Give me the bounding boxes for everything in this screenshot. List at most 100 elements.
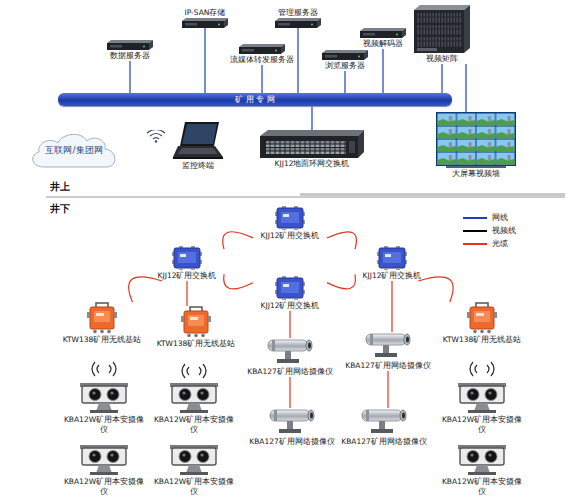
mine-switch: KJJ12矿用交换机 — [150, 246, 224, 281]
ground-separator-bar — [300, 193, 565, 196]
section-label: 井上 — [50, 181, 70, 193]
device-label: KBA12W矿用本安摄像仪 — [150, 477, 238, 497]
legend-text: 视频线 — [492, 226, 516, 236]
mine-switch-icon — [172, 246, 202, 270]
fiber-link — [289, 311, 290, 338]
device-label: KJJ12矿用交换机 — [261, 231, 320, 241]
device-label: IP-SAN存储 — [185, 8, 226, 18]
base-station-icon — [467, 303, 497, 333]
server-icon — [239, 44, 285, 54]
wireless-symbol — [92, 362, 116, 376]
ia-camera-icon — [458, 445, 506, 475]
device-label: KTW138矿用无线基站 — [157, 339, 236, 349]
video-wall: 大屏幕视频墙 — [433, 112, 519, 179]
network-camera-icon — [268, 340, 312, 363]
base-station: KTW138矿用无线基站 — [154, 306, 238, 349]
server-icon — [107, 40, 153, 50]
ia-camera-icon — [170, 383, 218, 413]
device-label: KBA12W矿用本安摄像仪 — [150, 415, 238, 435]
network-camera-icon — [362, 410, 406, 433]
ia-camera-icon — [80, 383, 128, 413]
ia-camera-icon — [458, 383, 506, 413]
network-cable — [344, 71, 345, 93]
device-label: KBA12W矿用本安摄像仪 — [438, 415, 526, 435]
ia-camera-icon — [80, 445, 128, 475]
network-camera-icon — [270, 410, 314, 433]
legend-swatch — [463, 243, 487, 245]
device-label: KBA12W矿用本安摄像仪 — [60, 477, 148, 497]
server-device: 流媒体转发服务器 — [222, 44, 302, 65]
device-label: KBA12W矿用本安摄像仪 — [438, 477, 526, 497]
mine-switch: KJJ12矿用交换机 — [253, 276, 327, 311]
fiber-link — [223, 232, 253, 249]
ground-separator — [46, 197, 565, 198]
network-camera-icon — [366, 334, 410, 357]
legend-swatch — [463, 230, 487, 232]
base-station-icon — [181, 307, 211, 337]
mine-switch: KJJ12矿用交换机 — [253, 206, 327, 241]
network-camera: KBA127矿用网络摄像仪 — [343, 332, 433, 371]
device-label: 流媒体转发服务器 — [230, 55, 294, 65]
mine-switch-icon — [275, 276, 305, 300]
ia-camera: KBA12W矿用本安摄像仪 — [60, 382, 148, 435]
network-bus: 矿 用 专 网 — [58, 93, 452, 106]
fiber-link — [387, 371, 388, 408]
network-cable — [441, 64, 442, 93]
base-station-icon — [87, 303, 117, 333]
server-icon — [275, 18, 321, 28]
matrix-device: 视频矩阵 — [412, 5, 472, 64]
fiber-link — [327, 232, 356, 249]
cloud-shape — [33, 134, 115, 167]
legend-text: 网线 — [492, 213, 508, 223]
ia-camera: KBA12W矿用本安摄像仪 — [150, 382, 238, 435]
internet-cloud: 互联网/集团网 — [26, 130, 122, 170]
wireless-symbol — [182, 364, 206, 378]
ia-camera: KBA12W矿用本安摄像仪 — [438, 382, 526, 435]
device-label: KBA127矿用网络摄像仪 — [249, 437, 335, 447]
server-icon — [322, 50, 368, 60]
device-label: 视频解码器 — [363, 39, 403, 49]
device-label: 大屏幕视频墙 — [452, 169, 500, 179]
base-station: KTW138矿用无线基站 — [440, 302, 524, 345]
fiber-link — [224, 274, 253, 289]
network-cable — [382, 49, 383, 93]
network-camera: KBA127矿用网络摄像仪 — [245, 338, 335, 377]
mine-switch-icon — [377, 246, 407, 270]
device-label: 管理服务器 — [278, 8, 318, 18]
device-label: KTW138矿用无线基站 — [443, 335, 522, 345]
device-label: 视频矩阵 — [426, 54, 458, 64]
device-label: KBA127矿用网络摄像仪 — [341, 437, 427, 447]
network-cable — [311, 106, 312, 130]
decoder-icon — [360, 28, 406, 38]
fiber-link — [289, 377, 290, 408]
network-cable — [465, 64, 466, 112]
device-label: KTW138矿用无线基站 — [63, 335, 142, 345]
server-device: 数据服务器 — [100, 40, 160, 61]
monitor-terminal: 监控终端 — [168, 122, 228, 171]
section-label: 井下 — [50, 203, 70, 215]
device-label: 浏览服务器 — [325, 61, 365, 71]
fiber-link — [129, 277, 163, 302]
legend-swatch — [463, 217, 487, 219]
ia-camera: KBA12W矿用本安摄像仪 — [438, 444, 526, 497]
ia-camera-icon — [170, 445, 218, 475]
fiber-link — [186, 281, 187, 306]
network-camera: KBA127矿用网络摄像仪 — [339, 408, 429, 447]
base-station: KTW138矿用无线基站 — [60, 302, 144, 345]
device-label: 数据服务器 — [110, 51, 150, 61]
device-label: KBA12W矿用本安摄像仪 — [60, 415, 148, 435]
network-cable — [204, 28, 205, 93]
ia-camera: KBA12W矿用本安摄像仪 — [150, 444, 238, 497]
server-device: 管理服务器 — [268, 8, 328, 28]
legend-text: 光缆 — [492, 239, 508, 249]
fiber-link — [327, 274, 355, 289]
switch-icon — [260, 130, 364, 158]
device-label: KJJ12矿用交换机 — [363, 271, 422, 281]
matrix-icon — [414, 5, 470, 53]
server-device: 浏览服务器 — [315, 50, 375, 71]
ground-switch: KJJ12地面环网交换机 — [256, 130, 368, 169]
video-wall-icon — [436, 112, 516, 168]
network-cable — [129, 61, 130, 93]
